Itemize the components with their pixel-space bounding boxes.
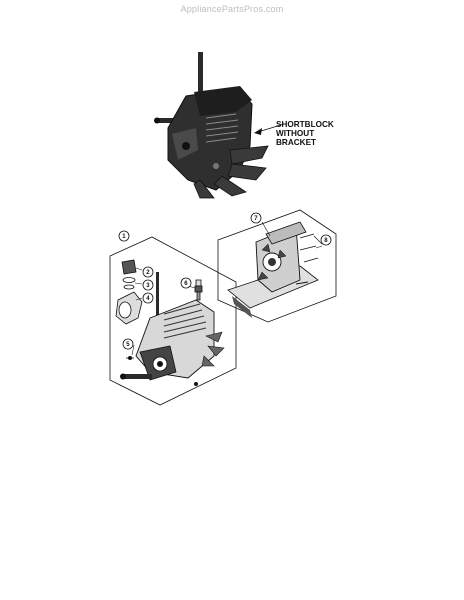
engine-exploded-view	[109, 236, 237, 406]
callout-2: 2	[146, 270, 150, 276]
callout-6: 6	[184, 281, 188, 287]
shortblock-label-line-1: SHORTBLOCK	[276, 120, 334, 129]
callout-7: 7	[254, 216, 258, 222]
watermark: AppliancePartsPros.com	[180, 4, 284, 14]
callout-5: 5	[126, 342, 130, 348]
mounting-bracket-view	[217, 209, 337, 323]
callout-3: 3	[146, 283, 150, 289]
callout-8: 8	[324, 238, 328, 244]
callout-4: 4	[146, 296, 150, 302]
shortblock-label-line-2: WITHOUT	[276, 129, 314, 138]
callout-1: 1	[122, 234, 126, 240]
shortblock-label-line-3: BRACKET	[276, 138, 316, 147]
shortblock-assembly	[154, 52, 285, 199]
